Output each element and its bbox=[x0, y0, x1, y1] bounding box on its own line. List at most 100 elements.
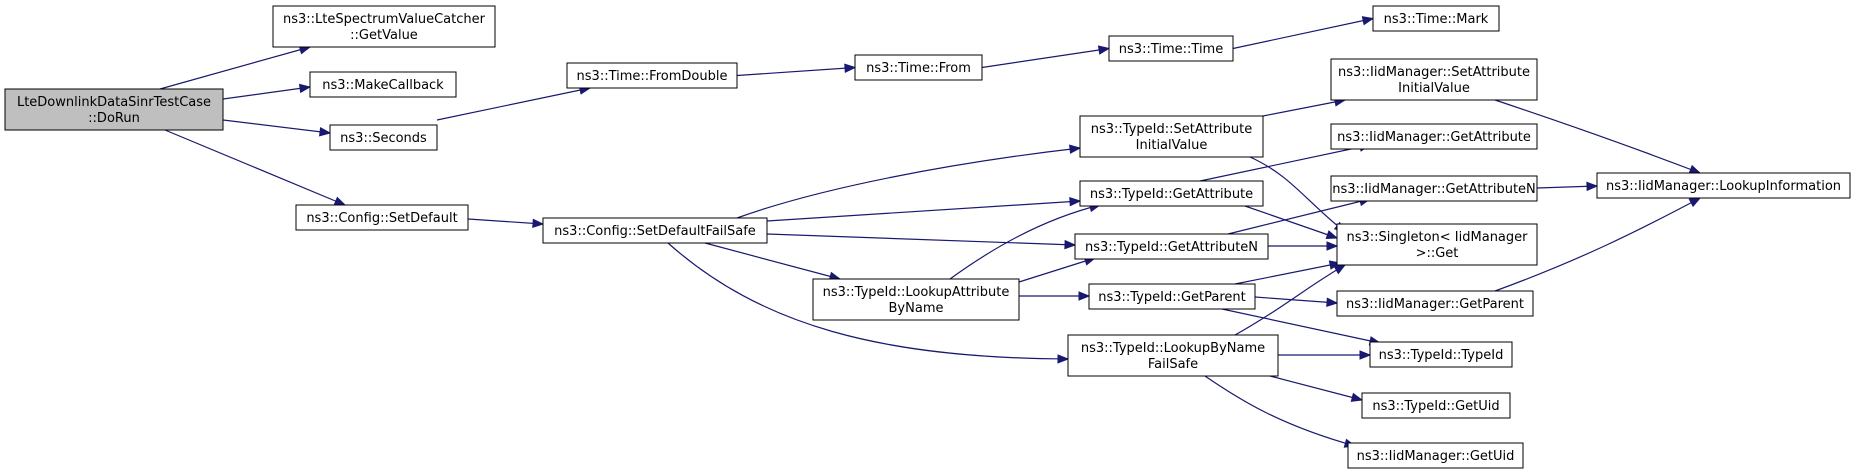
edge-line bbox=[222, 119, 331, 134]
node-igetattr[interactable]: ns3::IidManager::GetAttribute bbox=[1330, 123, 1538, 150]
node-box bbox=[1596, 172, 1851, 199]
node-box bbox=[1079, 115, 1264, 158]
edge-line bbox=[164, 129, 346, 206]
node-box bbox=[1372, 5, 1500, 32]
node-box bbox=[309, 71, 457, 98]
node-cfgsdfs[interactable]: ns3::Config::SetDefaultFailSafe bbox=[542, 217, 768, 244]
edge-line bbox=[1234, 262, 1341, 285]
edge-line bbox=[1204, 375, 1356, 447]
node-label: ::DoRun bbox=[88, 111, 140, 126]
node-igetuid[interactable]: ns3::IidManager::GetUid bbox=[1347, 442, 1524, 469]
edge-arrowhead bbox=[1078, 291, 1091, 301]
edge-tgetattr-to-singleton bbox=[1244, 205, 1339, 240]
node-igetparent[interactable]: ns3::IidManager::GetParent bbox=[1336, 290, 1534, 317]
node-label: ns3::TypeId::LookupAttribute bbox=[823, 285, 1010, 300]
edge-arrowhead bbox=[1688, 164, 1702, 174]
node-label: ns3::TypeId::GetParent bbox=[1098, 290, 1246, 305]
edge-tlookupbyname-to-singleton bbox=[1234, 264, 1347, 336]
edge-seconds-to-fromdouble bbox=[436, 85, 592, 121]
node-box bbox=[542, 217, 768, 244]
node-from[interactable]: ns3::Time::From bbox=[854, 54, 983, 81]
node-label: ns3::Time::Time bbox=[1119, 42, 1223, 57]
edge-cfgsdfs-to-tgetattr bbox=[766, 196, 1082, 222]
edge-line bbox=[981, 47, 1110, 69]
node-tgetattr[interactable]: ns3::TypeId::GetAttribute bbox=[1079, 180, 1264, 207]
edge-line bbox=[667, 242, 1069, 360]
node-label: InitialValue bbox=[1398, 81, 1470, 96]
edge-line bbox=[1199, 144, 1371, 182]
node-box bbox=[1079, 180, 1264, 207]
node-isetattr[interactable]: ns3::IidManager::SetAttributeInitialValu… bbox=[1330, 58, 1538, 101]
node-box bbox=[1369, 341, 1513, 368]
edge-arrowhead bbox=[1350, 392, 1364, 402]
node-box bbox=[1330, 175, 1538, 202]
edge-arrowhead bbox=[1688, 197, 1702, 208]
edge-tsetattr-to-isetattr bbox=[1262, 97, 1347, 117]
edge-line bbox=[1018, 257, 1096, 283]
node-fromdouble[interactable]: ns3::Time::FromDouble bbox=[566, 62, 738, 89]
node-label: LteDownlinkDataSinrTestCase bbox=[17, 95, 211, 110]
edge-tgetparent-to-igetparent bbox=[1254, 296, 1339, 307]
node-box bbox=[1336, 223, 1538, 266]
node-label: ns3::IidManager::SetAttribute bbox=[1338, 65, 1530, 80]
edge-root-to-lscgv bbox=[159, 45, 312, 90]
node-label: ns3::TypeId::SetAttribute bbox=[1091, 122, 1253, 137]
node-tgetparent[interactable]: ns3::TypeId::GetParent bbox=[1088, 283, 1256, 310]
node-lscgv[interactable]: ns3::LteSpectrumValueCatcher::GetValue bbox=[272, 5, 496, 48]
node-box bbox=[1336, 290, 1534, 317]
edge-arrowhead bbox=[319, 127, 332, 137]
edge-arrowhead bbox=[1361, 16, 1375, 26]
edge-line bbox=[1494, 99, 1701, 174]
node-ttypeid[interactable]: ns3::TypeId::TypeId bbox=[1369, 341, 1513, 368]
node-root[interactable]: LteDownlinkDataSinrTestCase::DoRun bbox=[4, 88, 224, 131]
edge-tlookupattr-to-tgetparent bbox=[1019, 291, 1091, 301]
node-box bbox=[1361, 392, 1511, 419]
node-label: ns3::Seconds bbox=[340, 131, 427, 146]
edge-arrowhead bbox=[1326, 297, 1339, 307]
node-seconds[interactable]: ns3::Seconds bbox=[329, 124, 438, 151]
edge-line bbox=[766, 233, 1076, 246]
node-box bbox=[854, 54, 983, 81]
edge-arrowhead bbox=[1359, 350, 1372, 360]
node-label: ns3::LteSpectrumValueCatcher bbox=[283, 12, 486, 27]
edge-line bbox=[159, 46, 311, 90]
node-mark[interactable]: ns3::Time::Mark bbox=[1372, 5, 1500, 32]
edge-arrowhead bbox=[844, 63, 857, 73]
edge-igetattrn-to-ilookupinfo bbox=[1536, 181, 1599, 192]
node-label: ns3::IidManager::GetUid bbox=[1357, 449, 1515, 464]
node-box bbox=[295, 204, 469, 231]
edge-arrowhead bbox=[1586, 181, 1599, 192]
node-box bbox=[1088, 283, 1256, 310]
node-igetattrn[interactable]: ns3::IidManager::GetAttributeN bbox=[1330, 175, 1538, 202]
edge-tlookupbyname-to-tgetuid bbox=[1269, 375, 1364, 402]
edge-line bbox=[1269, 375, 1363, 401]
edge-cfgsdfs-to-tgetattrn bbox=[766, 233, 1077, 250]
edge-line bbox=[1221, 308, 1381, 344]
node-label: >::Get bbox=[1416, 246, 1459, 261]
edge-igetparent-to-ilookupinfo bbox=[1494, 197, 1702, 292]
node-box bbox=[1108, 35, 1234, 62]
node-box bbox=[566, 62, 738, 89]
edge-arrowhead bbox=[532, 218, 545, 229]
edge-root-to-mkcb bbox=[222, 83, 312, 100]
node-tgetattrn[interactable]: ns3::TypeId::GetAttributeN bbox=[1074, 233, 1269, 260]
edge-cfgsdfs-to-tlookupbyname bbox=[667, 242, 1070, 364]
node-tgetuid[interactable]: ns3::TypeId::GetUid bbox=[1361, 392, 1511, 419]
node-label: ns3::TypeId::GetAttributeN bbox=[1085, 240, 1258, 255]
node-ilookupinfo[interactable]: ns3::IidManager::LookupInformation bbox=[1596, 172, 1851, 199]
edge-tlookupattr-to-tgetattrn bbox=[1018, 256, 1097, 283]
node-box bbox=[1330, 123, 1538, 150]
node-label: InitialValue bbox=[1136, 138, 1208, 153]
edge-arrowhead bbox=[333, 196, 347, 206]
node-mkcb[interactable]: ns3::MakeCallback bbox=[309, 71, 457, 98]
node-singleton[interactable]: ns3::Singleton< IidManager>::Get bbox=[1336, 223, 1538, 266]
node-timetime[interactable]: ns3::Time::Time bbox=[1108, 35, 1234, 62]
edge-arrowhead bbox=[1097, 45, 1111, 55]
edge-tgetattrn-to-singleton bbox=[1268, 241, 1339, 251]
edge-line bbox=[1244, 205, 1338, 239]
node-cfgsd[interactable]: ns3::Config::SetDefault bbox=[295, 204, 469, 231]
